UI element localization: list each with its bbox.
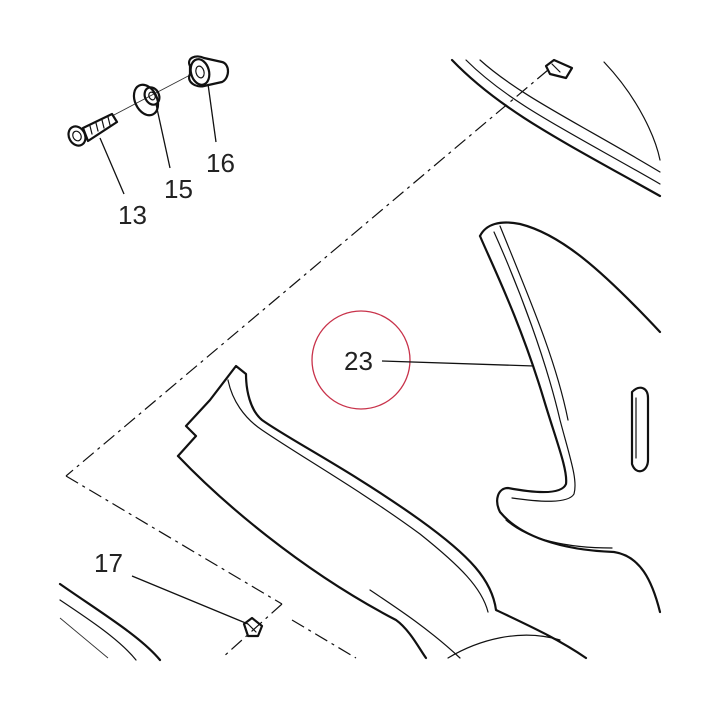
- leader-13: [99, 137, 125, 195]
- assembly-reference-lines: [65, 69, 549, 659]
- side-panel-part-23: [478, 221, 662, 614]
- leader-15: [155, 103, 171, 169]
- callout-17: 17: [94, 548, 123, 578]
- highlight-circle: [311, 310, 411, 410]
- bolt-part-13: [67, 112, 119, 147]
- callout-13: 13: [118, 200, 147, 230]
- clip-top: [544, 58, 574, 80]
- lower-fairing-strip: [176, 364, 588, 660]
- lower-left-frame: [58, 582, 162, 662]
- callout-15: 15: [164, 174, 193, 204]
- assembly-axis-line: [111, 73, 193, 117]
- leader-23: [381, 360, 535, 367]
- upper-body-panel: [450, 58, 662, 198]
- fastener-group: [67, 55, 230, 195]
- clip-part-17: [242, 616, 264, 638]
- leader-17: [131, 575, 249, 625]
- callout-16: 16: [206, 148, 235, 178]
- callout-23: 23: [344, 346, 373, 376]
- grommet-part-16: [188, 55, 230, 88]
- leader-16: [207, 83, 217, 143]
